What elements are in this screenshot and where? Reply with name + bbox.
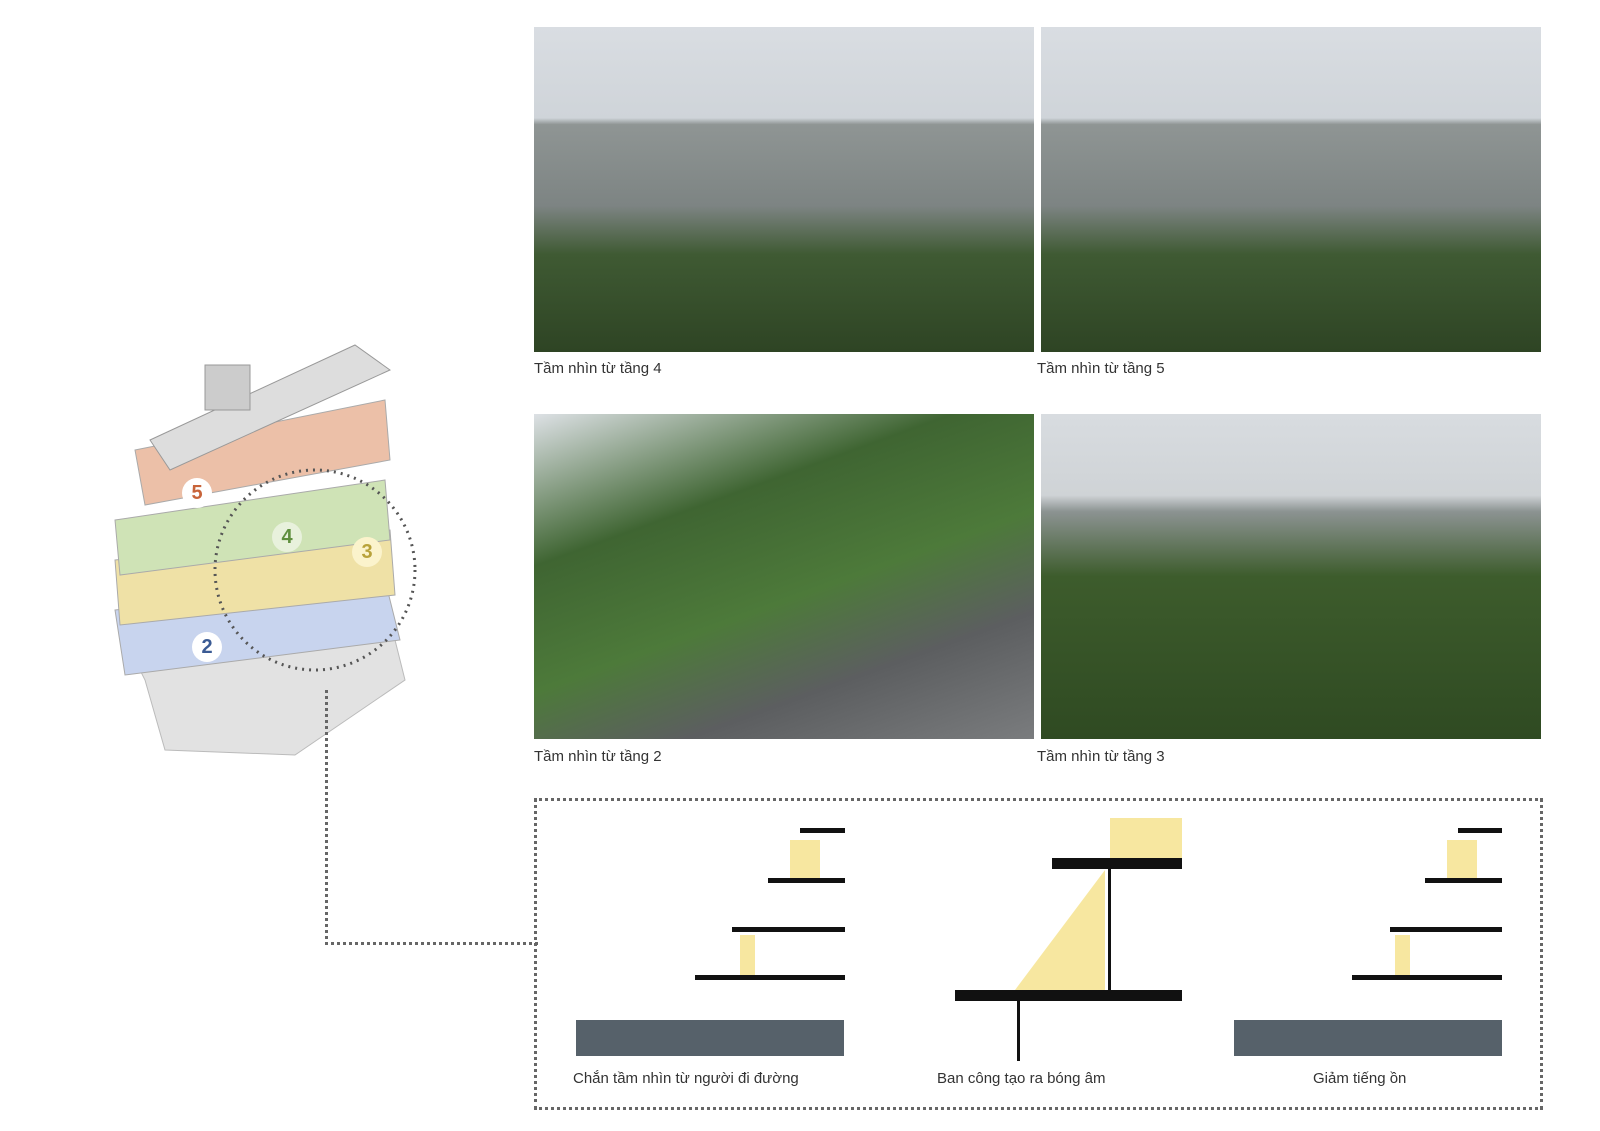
floor-2-badge: 2: [192, 632, 222, 662]
building-drawing: [114, 344, 417, 756]
leader-line: [325, 690, 538, 945]
caption-noise-reduction: Giảm tiếng ồn: [1313, 1070, 1407, 1087]
floor-4-badge: 4: [272, 522, 302, 552]
caption-floor-5: Tầm nhìn từ tầng 5: [1037, 360, 1165, 377]
floor-3-badge: 3: [352, 537, 382, 567]
caption-view-blocking: Chắn tầm nhìn từ người đi đường: [573, 1070, 799, 1087]
caption-floor-3: Tầm nhìn từ tầng 3: [1037, 748, 1165, 765]
photo-floor-3: [1041, 414, 1541, 739]
caption-floor-4: Tầm nhìn từ tầng 4: [534, 360, 662, 377]
section-diagrams-frame: [534, 798, 1543, 1110]
floor-5-badge: 5: [182, 478, 212, 508]
building-axonometric: 5 4 3 2: [105, 340, 425, 760]
caption-floor-2: Tầm nhìn từ tầng 2: [534, 748, 662, 765]
caption-shading: Ban công tạo ra bóng âm: [937, 1070, 1106, 1087]
photo-floor-4: [534, 27, 1034, 352]
photo-floor-2: [534, 414, 1034, 739]
photo-floor-5: [1041, 27, 1541, 352]
